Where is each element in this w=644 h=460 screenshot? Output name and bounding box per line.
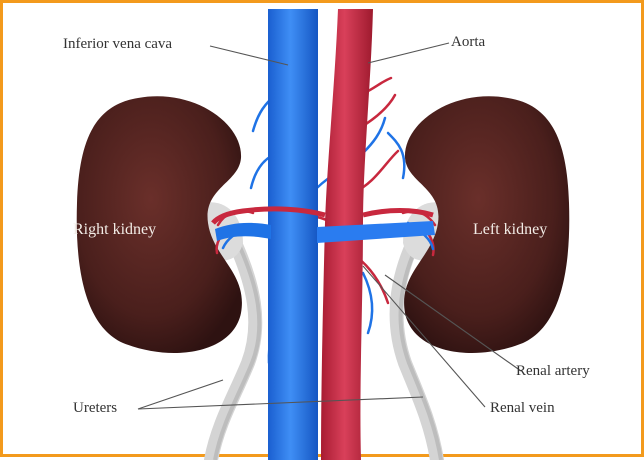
left-renal-artery	[363, 211, 433, 216]
label-renal-vein: Renal vein	[490, 401, 555, 416]
label-aorta: Aorta	[451, 35, 485, 50]
label-ureters: Ureters	[73, 401, 117, 416]
label-left-kidney: Left kidney	[473, 222, 547, 238]
label-right-kidney: Right kidney	[73, 222, 156, 238]
label-inferior-vena-cava: Inferior vena cava	[63, 37, 172, 52]
inferior-vena-cava	[268, 9, 318, 460]
label-renal-artery: Renal artery	[516, 364, 590, 379]
